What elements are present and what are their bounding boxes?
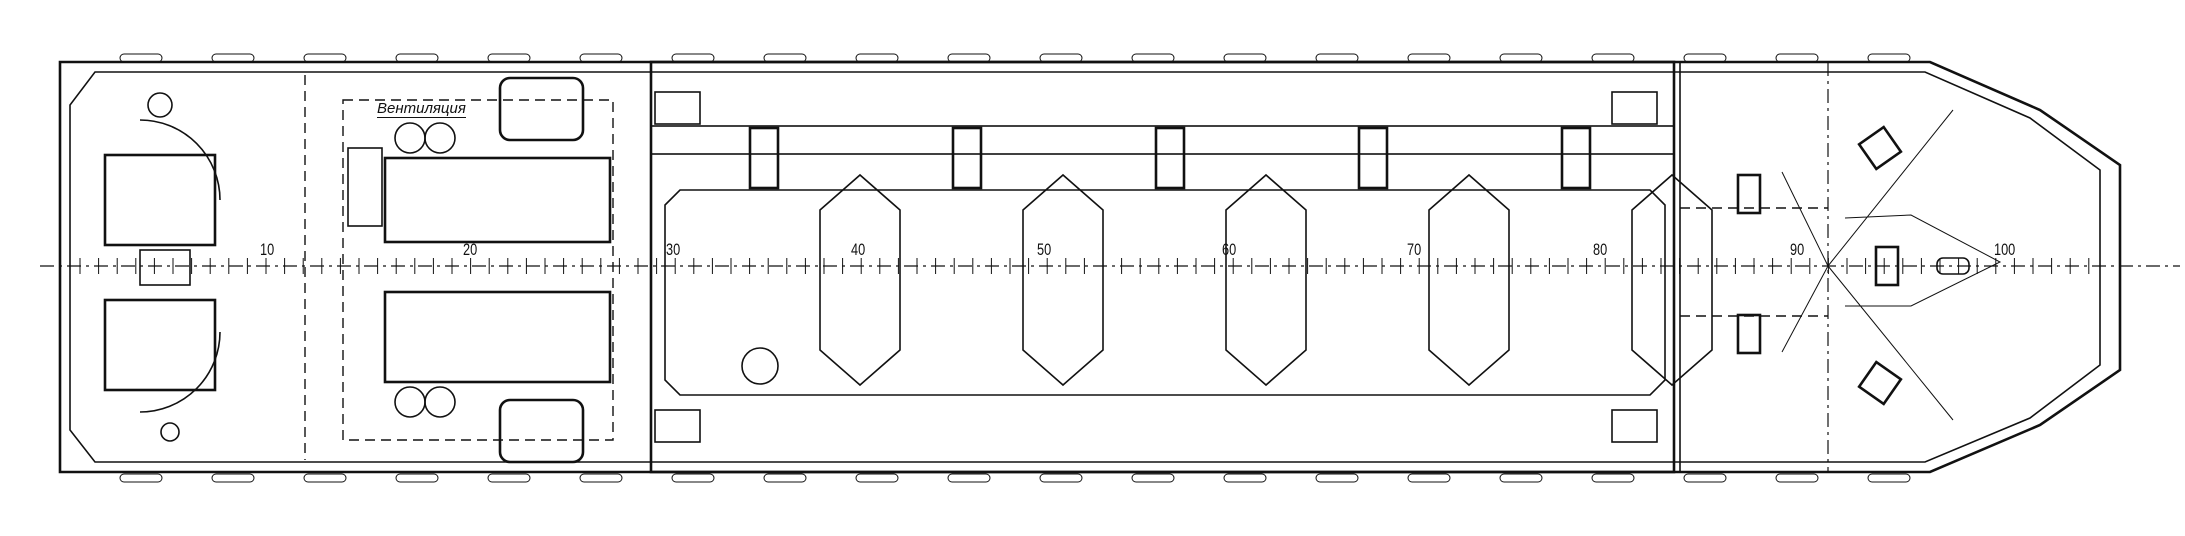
- fender: [1591, 473, 1635, 483]
- fender: [303, 53, 347, 63]
- windlass-center: [1874, 245, 1900, 287]
- windlass-port: [1736, 173, 1762, 215]
- fender: [579, 53, 623, 63]
- hold-crane: [951, 126, 983, 190]
- frame-number-label: 30: [666, 240, 681, 259]
- vent-fan-1: [394, 122, 426, 154]
- fender: [671, 473, 715, 483]
- frame-number-label: 50: [1037, 240, 1052, 259]
- anchor-winch-port: [1857, 125, 1903, 171]
- stairs-hold-fwd-bottom: [1611, 409, 1658, 443]
- fender: [1223, 473, 1267, 483]
- frame-number-label: 40: [851, 240, 866, 259]
- cargo-hold: [649, 60, 1676, 474]
- fender: [487, 473, 531, 483]
- ventilation-label: Вентиляция: [377, 100, 466, 118]
- mooring-lines: [1781, 109, 2002, 421]
- fender: [1131, 473, 1175, 483]
- stairs-hold-aft-top: [654, 91, 701, 125]
- fender: [1683, 473, 1727, 483]
- fender: [119, 53, 163, 63]
- vent-fan-4: [424, 386, 456, 418]
- fender-row: [119, 53, 1911, 483]
- fender: [1867, 473, 1911, 483]
- fender: [1499, 473, 1543, 483]
- hold-crane: [1357, 126, 1389, 190]
- fender: [1683, 53, 1727, 63]
- fender: [763, 473, 807, 483]
- fender: [1407, 473, 1451, 483]
- vent-fan-2: [424, 122, 456, 154]
- fender: [1775, 473, 1819, 483]
- winch-top: [147, 92, 173, 118]
- frame-number-label: 10: [260, 240, 275, 259]
- fender: [1867, 53, 1911, 63]
- fender: [1039, 473, 1083, 483]
- bulwark-inner: [69, 71, 2101, 463]
- manhole: [741, 347, 779, 385]
- fender: [395, 53, 439, 63]
- hold-crane: [748, 126, 780, 190]
- frame-number-label: 60: [1222, 240, 1237, 259]
- hull-outline: [58, 60, 2122, 474]
- fender: [855, 473, 899, 483]
- fender: [1775, 53, 1819, 63]
- windlass-stbd: [1736, 313, 1762, 355]
- anchor-winch-stbd: [1857, 360, 1903, 406]
- hold-crane: [1154, 126, 1186, 190]
- engine-bottom: [103, 298, 217, 392]
- fender: [211, 473, 255, 483]
- hatch-cover: [1225, 173, 1307, 387]
- frame-number-label: 100: [1994, 240, 2016, 259]
- frame-number-label: 70: [1407, 240, 1422, 259]
- frame-number-label: 20: [463, 240, 478, 259]
- stairs-hold-aft-bottom: [654, 409, 701, 443]
- grating-walkway: [650, 125, 1675, 155]
- frame-number-label: 90: [1790, 240, 1805, 259]
- stairs-top: [347, 147, 383, 227]
- hold-opening: [664, 189, 1666, 396]
- bollard-stern: [160, 422, 180, 442]
- hatch-cover: [1631, 173, 1713, 387]
- frame-number-label: 80: [1593, 240, 1608, 259]
- skylight-bottom: [498, 398, 585, 464]
- fender: [303, 473, 347, 483]
- hold-crane: [1560, 126, 1592, 190]
- engine-top: [103, 153, 217, 247]
- fender: [579, 473, 623, 483]
- hatch-cover: [819, 173, 901, 387]
- vent-fan-3: [394, 386, 426, 418]
- hatch-arc-top: [139, 119, 221, 201]
- fender: [211, 53, 255, 63]
- fender: [119, 473, 163, 483]
- bollard-bow: [1936, 257, 1970, 275]
- steering-box: [139, 249, 191, 286]
- fender: [947, 473, 991, 483]
- hatch-cover: [1428, 173, 1510, 387]
- fender: [1315, 473, 1359, 483]
- cabin-top: [383, 156, 612, 244]
- cabin-bottom: [383, 290, 612, 384]
- hatch-covers: [748, 126, 1713, 387]
- hatch-cover: [1022, 173, 1104, 387]
- fender: [487, 53, 531, 63]
- hatch-arc-bottom: [139, 331, 221, 413]
- stairs-hold-fwd-top: [1611, 91, 1658, 125]
- fender: [395, 473, 439, 483]
- skylight-top: [498, 76, 585, 142]
- superstructure-outline: [342, 99, 614, 441]
